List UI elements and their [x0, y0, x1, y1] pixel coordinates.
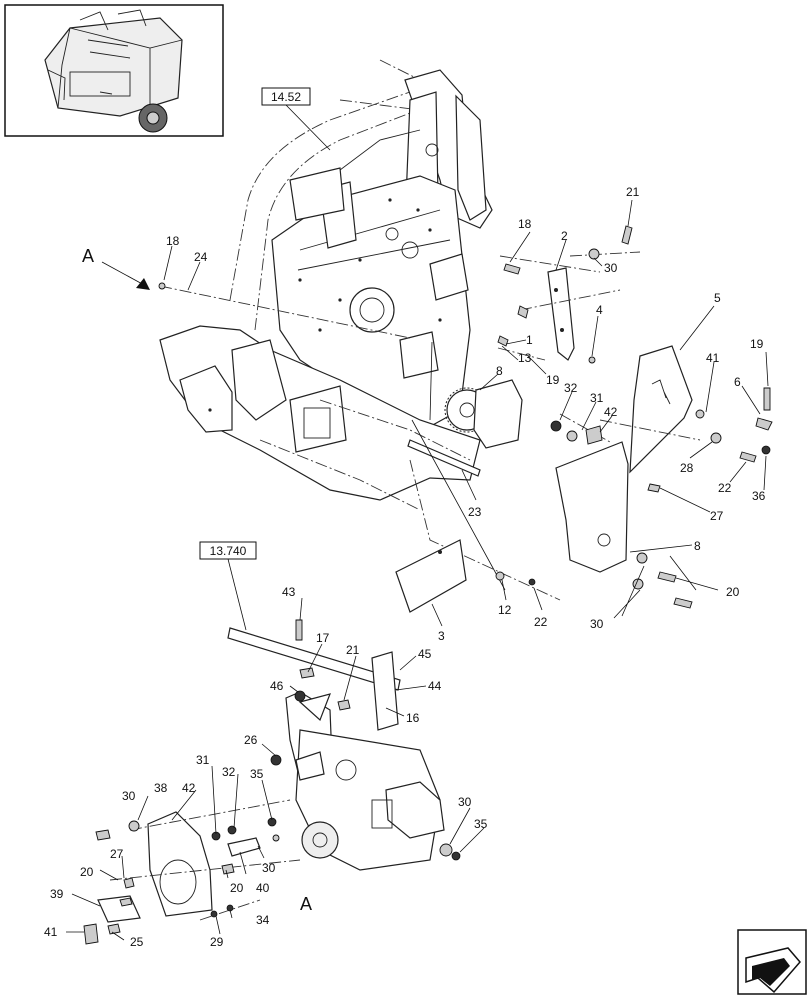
- callout-21: 21: [626, 185, 640, 199]
- callout-35: 35: [250, 767, 264, 781]
- callout-27: 27: [710, 509, 724, 523]
- callout-23: 23: [468, 505, 482, 519]
- callout-labels: 21 18 2 30 18 24 4 5 19 1 13 19 8 41 32 …: [44, 185, 766, 949]
- ref-leader-upper: [285, 104, 331, 151]
- callout-21b: 21: [346, 643, 360, 657]
- callout-30c: 30: [122, 789, 136, 803]
- callout-30e: 30: [262, 861, 276, 875]
- lower-drive-assembly: [97, 627, 445, 923]
- callout-28: 28: [680, 461, 694, 475]
- callout-35b: 35: [474, 817, 488, 831]
- callout-13: 13: [518, 351, 532, 365]
- view-label-a-bottom: A: [300, 894, 312, 914]
- callout-24: 24: [194, 250, 208, 264]
- callout-20c: 20: [230, 881, 244, 895]
- callout-20: 20: [726, 585, 740, 599]
- callout-43: 43: [282, 585, 296, 599]
- callout-3: 3: [438, 629, 445, 643]
- callout-42: 42: [604, 405, 618, 419]
- ref-box-lower-label: 13.740: [210, 544, 247, 558]
- callout-8b: 8: [694, 539, 701, 553]
- callout-2: 2: [561, 229, 568, 243]
- callout-22: 22: [718, 481, 732, 495]
- callout-41b: 41: [44, 925, 58, 939]
- callout-40: 40: [256, 881, 270, 895]
- callout-1: 1: [526, 333, 533, 347]
- callout-20b: 20: [80, 865, 94, 879]
- callout-46: 46: [270, 679, 284, 693]
- callout-30: 30: [604, 261, 618, 275]
- callout-19b: 19: [546, 373, 560, 387]
- callout-38: 38: [154, 781, 168, 795]
- callout-34: 34: [256, 913, 270, 927]
- view-direction-arrow: [101, 261, 150, 290]
- ref-box-upper-label: 14.52: [271, 90, 301, 104]
- ref-box-lower[interactable]: 13.740: [199, 541, 257, 560]
- callout-31: 31: [590, 391, 604, 405]
- callout-45: 45: [418, 647, 432, 661]
- callout-8: 8: [496, 364, 503, 378]
- main-frame-assembly: [159, 59, 561, 601]
- callout-6: 6: [734, 375, 741, 389]
- callout-17: 17: [316, 631, 330, 645]
- hardware-upper: [158, 225, 773, 609]
- callout-4: 4: [596, 303, 603, 317]
- callout-41: 41: [706, 351, 720, 365]
- round-baler-thumbnail-icon: [4, 4, 224, 137]
- callout-30b: 30: [590, 617, 604, 631]
- callout-leaders: [66, 199, 769, 941]
- callout-12: 12: [498, 603, 512, 617]
- callout-18: 18: [518, 217, 532, 231]
- callout-19: 19: [750, 337, 764, 351]
- callout-42b: 42: [182, 781, 196, 795]
- callout-22b: 22: [534, 615, 548, 629]
- callout-44: 44: [428, 679, 442, 693]
- callout-16: 16: [406, 711, 420, 725]
- ref-leader-lower: [227, 558, 247, 631]
- callout-5: 5: [714, 291, 721, 305]
- view-label-a-top: A: [82, 246, 94, 266]
- callout-25: 25: [130, 935, 144, 949]
- callout-18b: 18: [166, 234, 180, 248]
- callout-30d: 30: [458, 795, 472, 809]
- callout-32b: 32: [222, 765, 236, 779]
- callout-32: 32: [564, 381, 578, 395]
- callout-27b: 27: [110, 847, 124, 861]
- callout-29: 29: [210, 935, 224, 949]
- callout-26: 26: [244, 733, 258, 747]
- callout-36: 36: [752, 489, 766, 503]
- callout-39: 39: [50, 887, 64, 901]
- chain-guard-parts: [395, 267, 693, 613]
- ref-box-upper[interactable]: 14.52: [261, 87, 311, 106]
- callout-31b: 31: [196, 753, 210, 767]
- next-page-arrow-icon[interactable]: [737, 929, 807, 995]
- hardware-lower: [83, 619, 461, 945]
